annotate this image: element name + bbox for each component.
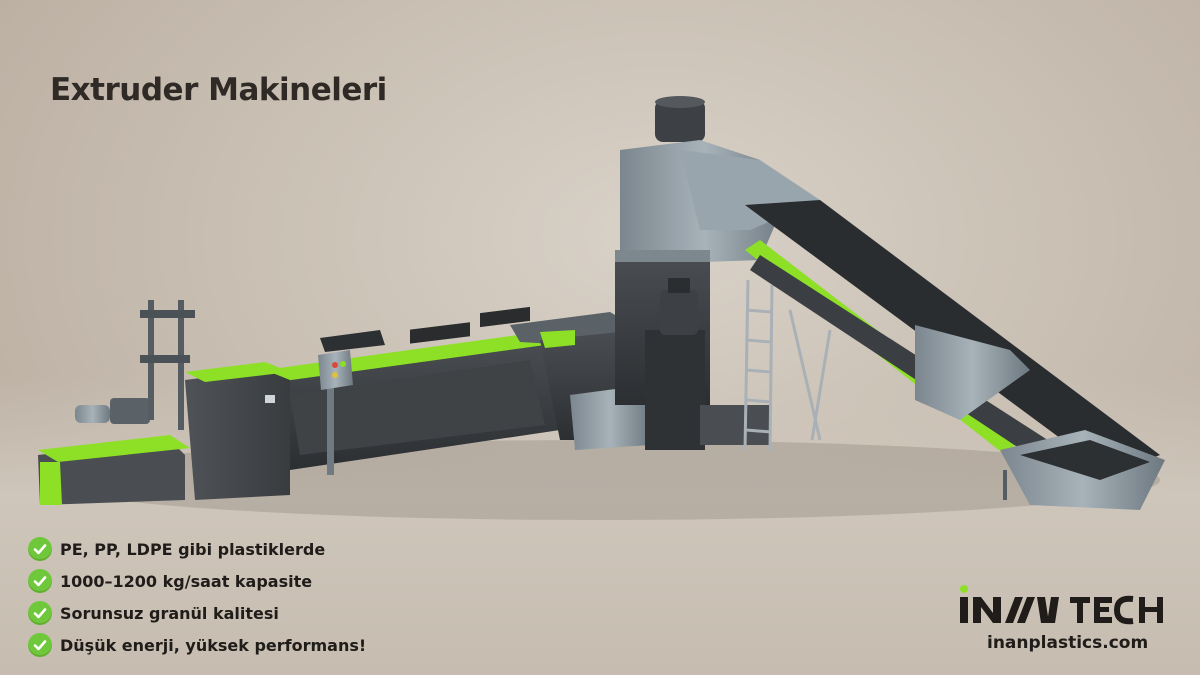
- left-cabinet: [185, 362, 290, 500]
- ladder: [743, 279, 832, 451]
- website-url: inanplastics.com: [987, 633, 1149, 653]
- left-feeder: [38, 300, 195, 505]
- agglomerator-tower: [615, 96, 820, 450]
- feature-item: Sorunsuz granül kalitesi: [28, 597, 366, 629]
- inclined-conveyor: [745, 200, 1165, 510]
- feature-text: 1000–1200 kg/saat kapasite: [60, 571, 313, 591]
- check-icon: [28, 537, 52, 561]
- check-icon: [28, 569, 52, 593]
- feature-item: PE, PP, LDPE gibi plastiklerde: [28, 533, 366, 565]
- control-panel: [318, 350, 353, 475]
- check-icon: [28, 601, 52, 625]
- check-icon: [28, 633, 52, 657]
- feature-text: Sorunsuz granül kalitesi: [60, 603, 279, 623]
- feature-item: Düşük enerji, yüksek performans!: [28, 629, 366, 661]
- inan-tech-logo: [960, 585, 1163, 625]
- feature-item: 1000–1200 kg/saat kapasite: [28, 565, 366, 597]
- headline: Extruder Makineleri: [50, 72, 387, 108]
- feature-text: PE, PP, LDPE gibi plastiklerde: [60, 539, 326, 559]
- feature-list: PE, PP, LDPE gibi plastiklerde 1000–1200…: [28, 533, 366, 661]
- feature-text: Düşük enerji, yüksek performans!: [60, 635, 367, 655]
